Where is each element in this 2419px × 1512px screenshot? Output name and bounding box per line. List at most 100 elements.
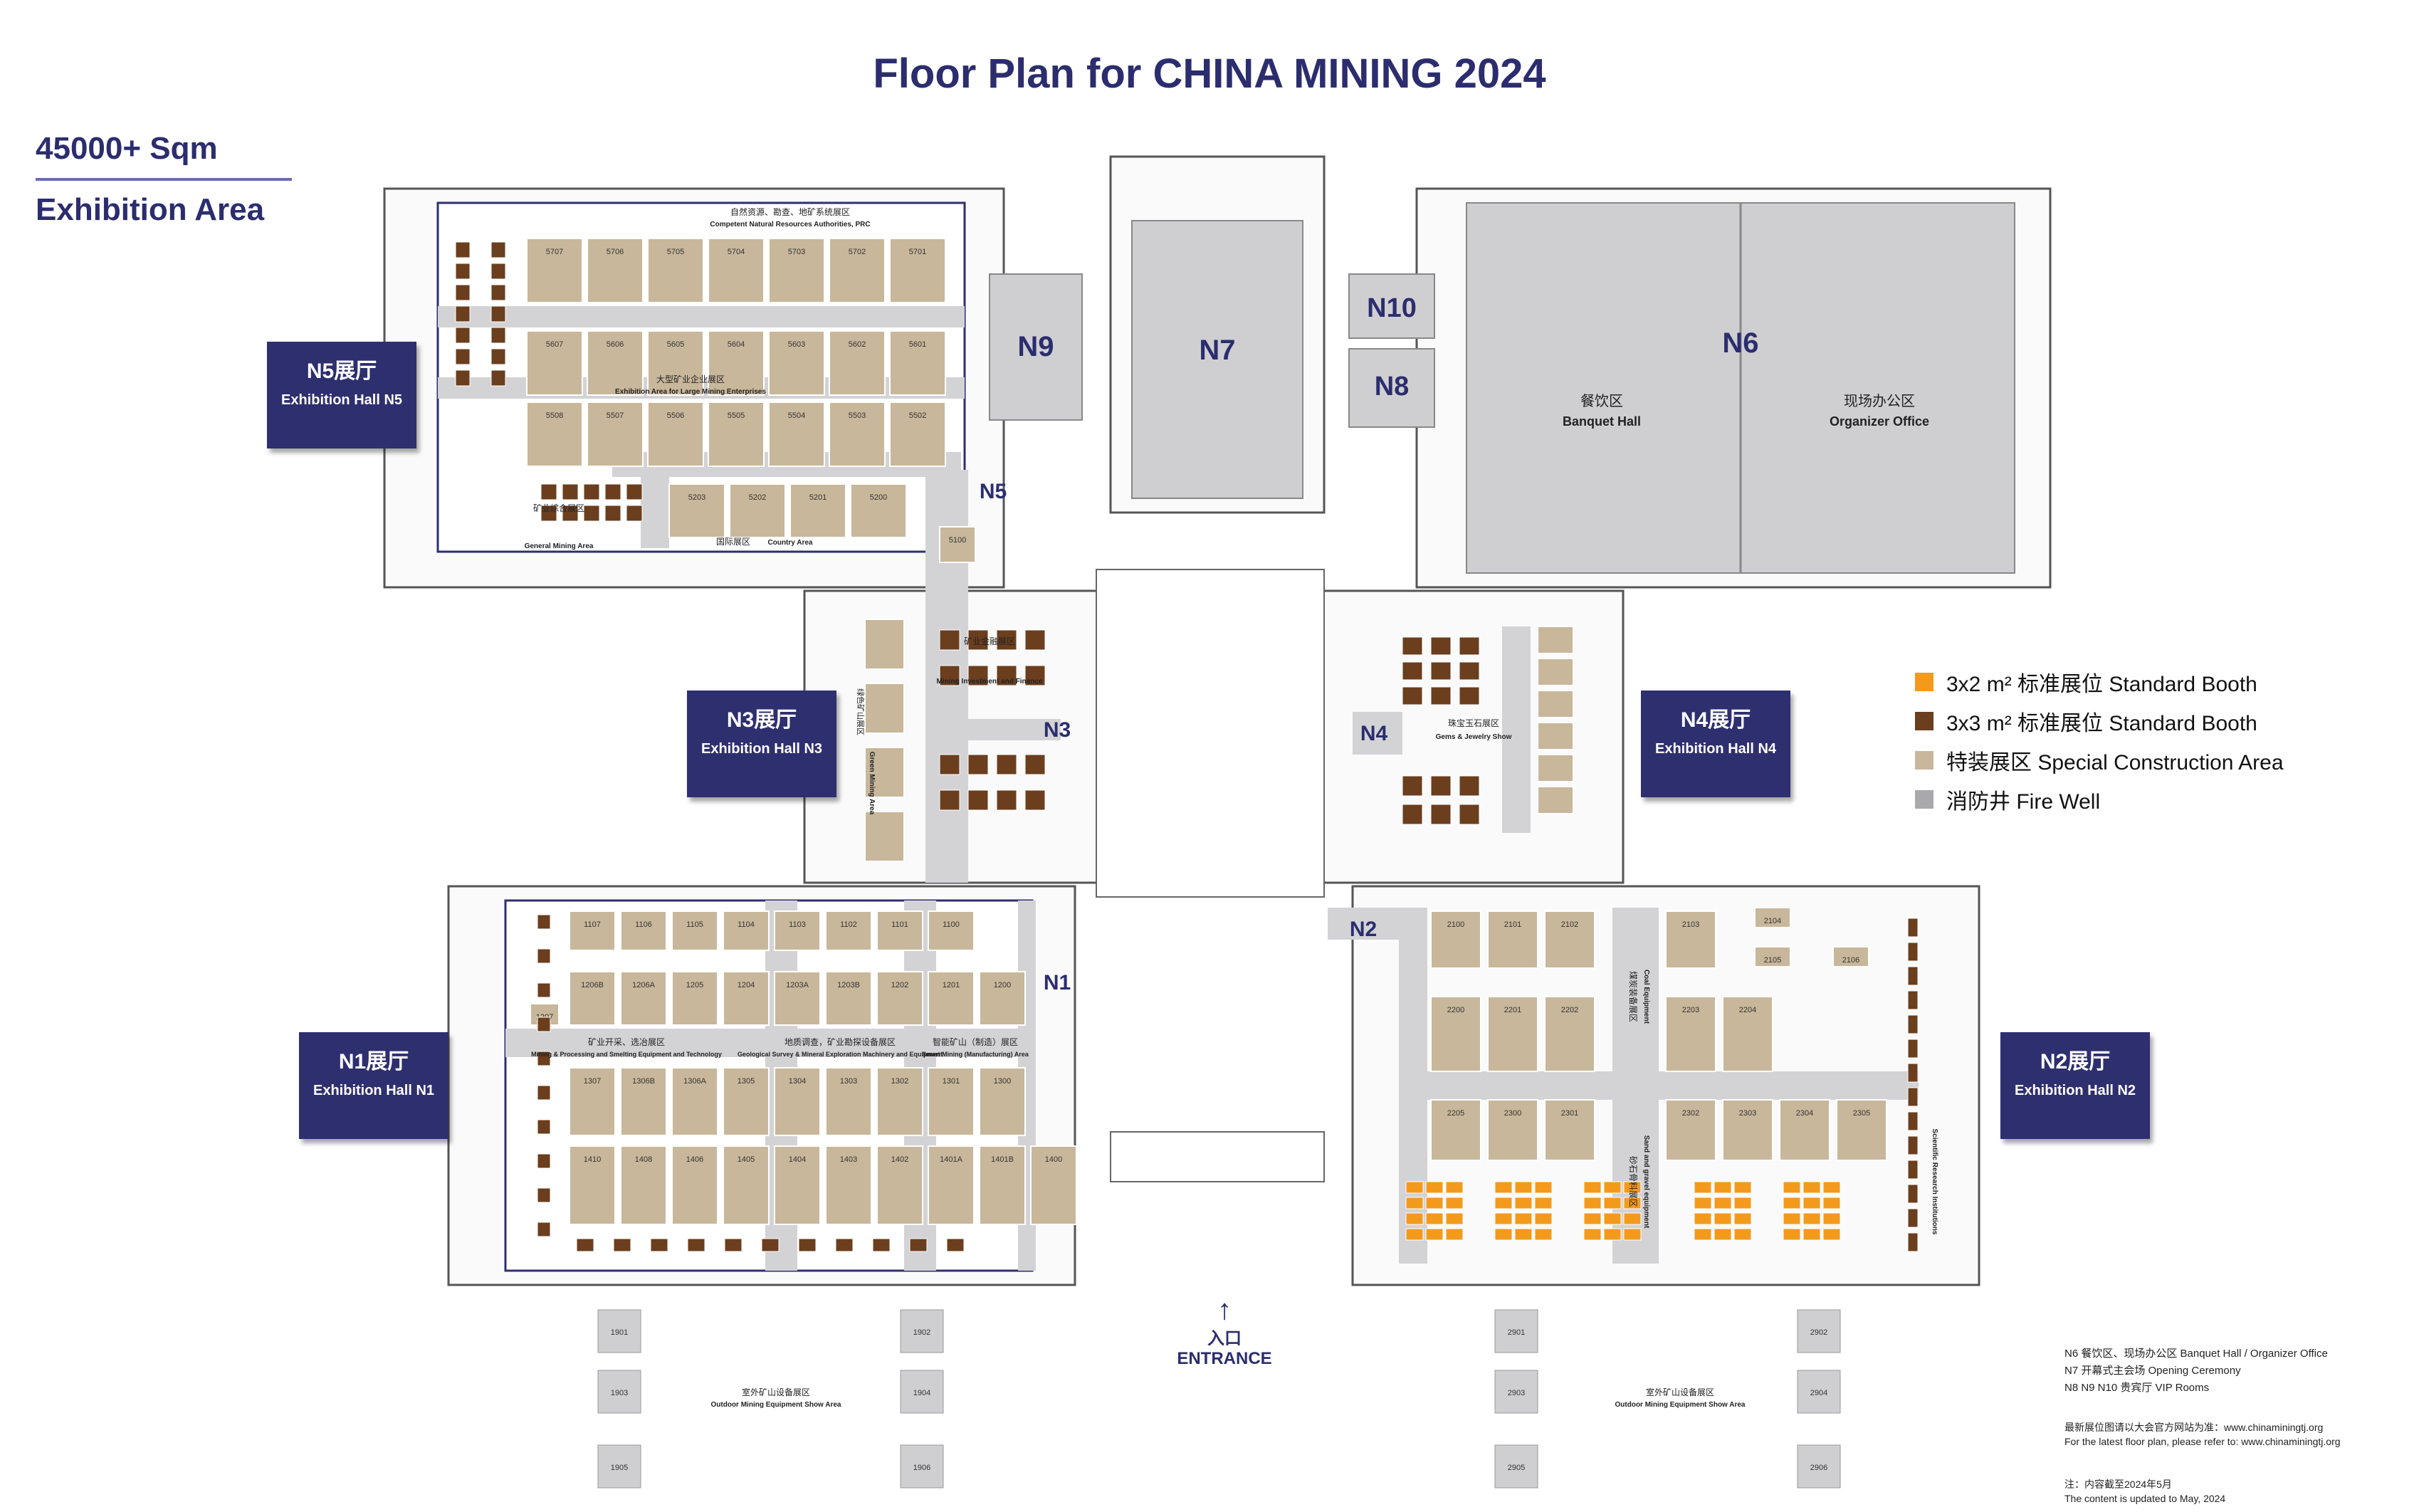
standard-booth[interactable] [939, 789, 960, 811]
booth[interactable] [708, 238, 765, 303]
booth[interactable] [569, 971, 616, 1026]
standard-booth[interactable] [835, 1238, 854, 1252]
standard-booth[interactable] [1514, 1212, 1533, 1225]
standard-booth[interactable] [540, 505, 557, 522]
standard-booth[interactable] [1694, 1212, 1712, 1225]
standard-booth[interactable] [1733, 1181, 1752, 1194]
standard-booth[interactable] [1783, 1197, 1801, 1209]
standard-booth[interactable] [537, 1017, 551, 1032]
standard-booth[interactable] [1623, 1197, 1642, 1209]
standard-booth[interactable] [1459, 775, 1480, 797]
standard-booth[interactable] [1024, 629, 1046, 651]
outdoor-booth[interactable] [900, 1370, 944, 1414]
booth[interactable] [708, 330, 765, 396]
standard-booth[interactable] [996, 789, 1017, 811]
booth[interactable] [671, 1145, 718, 1225]
booth[interactable] [939, 526, 976, 563]
outdoor-booth[interactable] [900, 1444, 944, 1489]
standard-booth[interactable] [1783, 1228, 1801, 1241]
standard-booth[interactable] [1445, 1197, 1464, 1209]
booth[interactable] [829, 330, 886, 396]
booth[interactable] [1430, 1099, 1481, 1161]
booth[interactable] [526, 330, 583, 396]
standard-booth[interactable] [613, 1238, 631, 1252]
standard-booth[interactable] [1445, 1228, 1464, 1241]
standard-booth[interactable] [1430, 636, 1452, 656]
standard-booth[interactable] [1694, 1228, 1712, 1241]
standard-booth[interactable] [1907, 1087, 1919, 1107]
outdoor-booth[interactable] [597, 1370, 641, 1414]
standard-booth[interactable] [1514, 1228, 1533, 1241]
standard-booth[interactable] [939, 629, 960, 651]
booth[interactable] [1537, 754, 1574, 782]
standard-booth[interactable] [909, 1238, 928, 1252]
standard-booth[interactable] [1459, 804, 1480, 825]
standard-booth[interactable] [1425, 1212, 1444, 1225]
booth[interactable] [774, 971, 821, 1026]
booth[interactable] [928, 1145, 975, 1225]
booth[interactable] [864, 683, 905, 734]
standard-booth[interactable] [798, 1238, 817, 1252]
standard-booth[interactable] [1822, 1181, 1841, 1194]
standard-booth[interactable] [1907, 942, 1919, 962]
standard-booth[interactable] [939, 665, 960, 686]
standard-booth[interactable] [687, 1238, 705, 1252]
standard-booth[interactable] [1405, 1212, 1424, 1225]
standard-booth[interactable] [1623, 1212, 1642, 1225]
standard-booth[interactable] [1425, 1181, 1444, 1194]
standard-booth[interactable] [490, 263, 506, 280]
standard-booth[interactable] [537, 1119, 551, 1135]
booth[interactable] [825, 910, 872, 951]
standard-booth[interactable] [1430, 686, 1452, 705]
booth[interactable] [876, 971, 923, 1026]
booth[interactable] [829, 238, 886, 303]
booth[interactable] [569, 910, 616, 951]
booth[interactable] [671, 910, 718, 951]
standard-booth[interactable] [1402, 661, 1423, 681]
standard-booth[interactable] [537, 948, 551, 964]
booth[interactable] [889, 401, 946, 467]
standard-booth[interactable] [967, 789, 989, 811]
standard-booth[interactable] [967, 629, 989, 651]
standard-booth[interactable] [1714, 1197, 1732, 1209]
standard-booth[interactable] [1603, 1228, 1622, 1241]
booth[interactable] [723, 1067, 770, 1136]
booth[interactable] [864, 811, 905, 862]
booth[interactable] [620, 1145, 667, 1225]
standard-booth[interactable] [1534, 1228, 1553, 1241]
standard-booth[interactable] [1907, 990, 1919, 1010]
outdoor-booth[interactable] [1797, 1444, 1841, 1489]
booth[interactable] [526, 238, 583, 303]
standard-booth[interactable] [1494, 1212, 1513, 1225]
standard-booth[interactable] [604, 505, 621, 522]
standard-booth[interactable] [1603, 1181, 1622, 1194]
booth[interactable] [1665, 1099, 1716, 1161]
standard-booth[interactable] [455, 369, 471, 387]
booth[interactable] [1430, 910, 1481, 969]
outdoor-booth[interactable] [597, 1444, 641, 1489]
booth[interactable] [1487, 910, 1538, 969]
booth[interactable] [1832, 946, 1869, 967]
standard-booth[interactable] [650, 1238, 668, 1252]
booth[interactable] [768, 330, 825, 396]
standard-booth[interactable] [1714, 1212, 1732, 1225]
hall-tag-n3[interactable]: N3展厅 Exhibition Hall N3 [687, 691, 836, 797]
booth[interactable] [928, 1067, 975, 1136]
standard-booth[interactable] [1024, 789, 1046, 811]
standard-booth[interactable] [1783, 1212, 1801, 1225]
booth[interactable] [864, 619, 905, 670]
booth[interactable] [530, 1003, 560, 1026]
booth[interactable] [1487, 1099, 1538, 1161]
booth[interactable] [668, 483, 725, 538]
standard-booth[interactable] [939, 754, 960, 775]
standard-booth[interactable] [1024, 754, 1046, 775]
standard-booth[interactable] [1907, 1184, 1919, 1204]
standard-booth[interactable] [1803, 1228, 1821, 1241]
standard-booth[interactable] [490, 348, 506, 365]
standard-booth[interactable] [540, 483, 557, 500]
standard-booth[interactable] [1425, 1228, 1444, 1241]
booth[interactable] [587, 330, 644, 396]
booth[interactable] [1537, 722, 1574, 750]
hall-tag-n5[interactable]: N5展厅 Exhibition Hall N5 [267, 342, 416, 448]
standard-booth[interactable] [1024, 665, 1046, 686]
